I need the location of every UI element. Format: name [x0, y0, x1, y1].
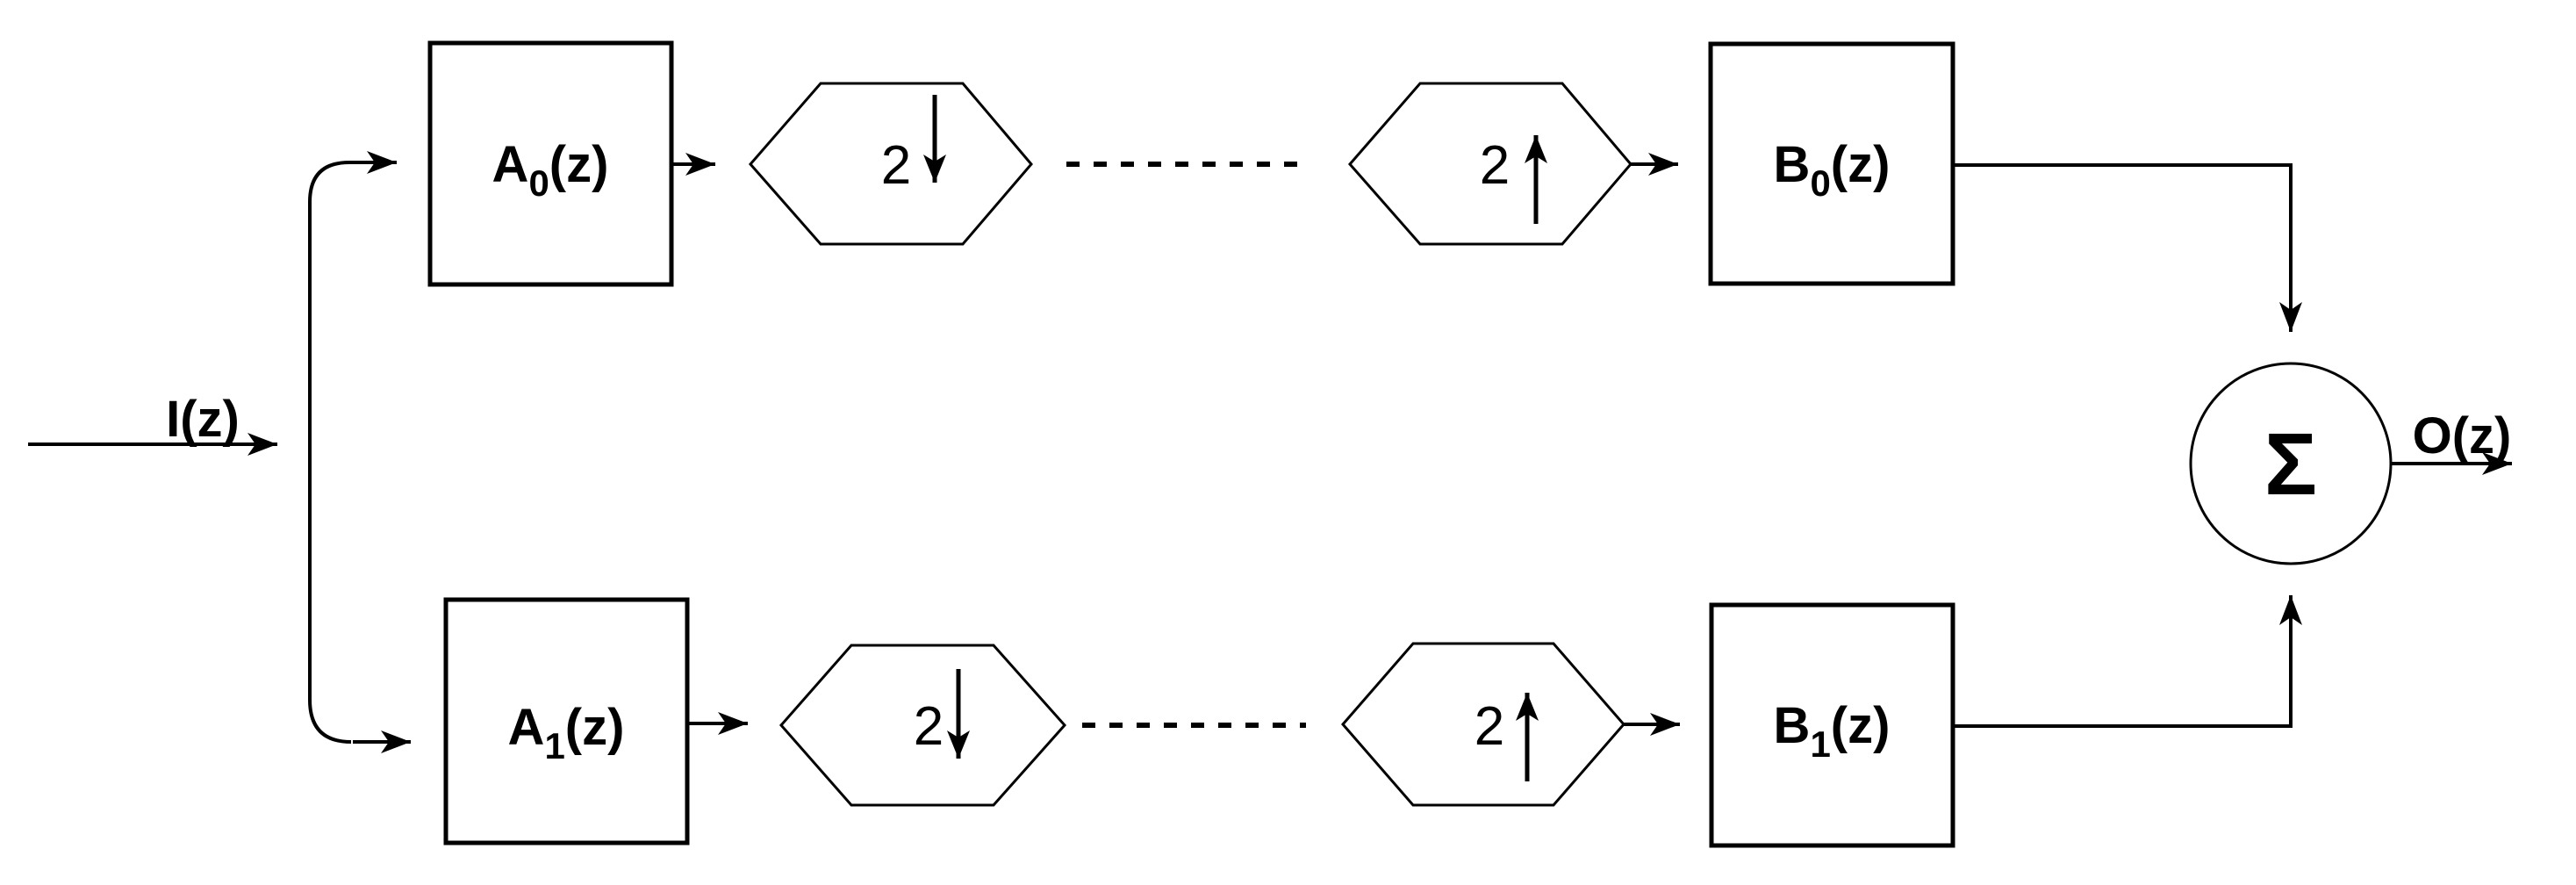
downsampler-top: 2	[749, 82, 1033, 246]
block-b1: B1(z)	[1709, 602, 1955, 848]
upsampler-bottom: 2	[1341, 642, 1625, 807]
sum-junction: Σ	[2189, 362, 2393, 565]
b1-to-sum-connector	[1953, 595, 2302, 728]
downsampler-bottom-factor: 2	[914, 696, 944, 757]
upsampler-top-factor: 2	[1480, 135, 1510, 196]
block-a0: A0(z)	[427, 40, 674, 287]
branch-line	[308, 161, 352, 744]
upsampler-bottom-factor: 2	[1475, 696, 1504, 757]
block-b1-label: B1(z)	[1774, 697, 1891, 765]
input-label: I(z)	[166, 391, 240, 448]
b0-to-sum-connector	[1953, 163, 2302, 332]
block-b0: B0(z)	[1708, 41, 1955, 286]
block-a1-label: A1(z)	[508, 699, 625, 766]
downsampler-top-factor: 2	[881, 135, 911, 196]
output-label: O(z)	[2413, 407, 2512, 464]
downsampler-bottom: 2	[779, 644, 1067, 807]
upsampler-top: 2	[1348, 82, 1632, 246]
sigma-symbol: Σ	[2264, 415, 2317, 514]
block-a0-label: A0(z)	[492, 136, 609, 204]
block-b0-label: B0(z)	[1774, 136, 1891, 204]
block-a1: A1(z)	[443, 597, 690, 845]
